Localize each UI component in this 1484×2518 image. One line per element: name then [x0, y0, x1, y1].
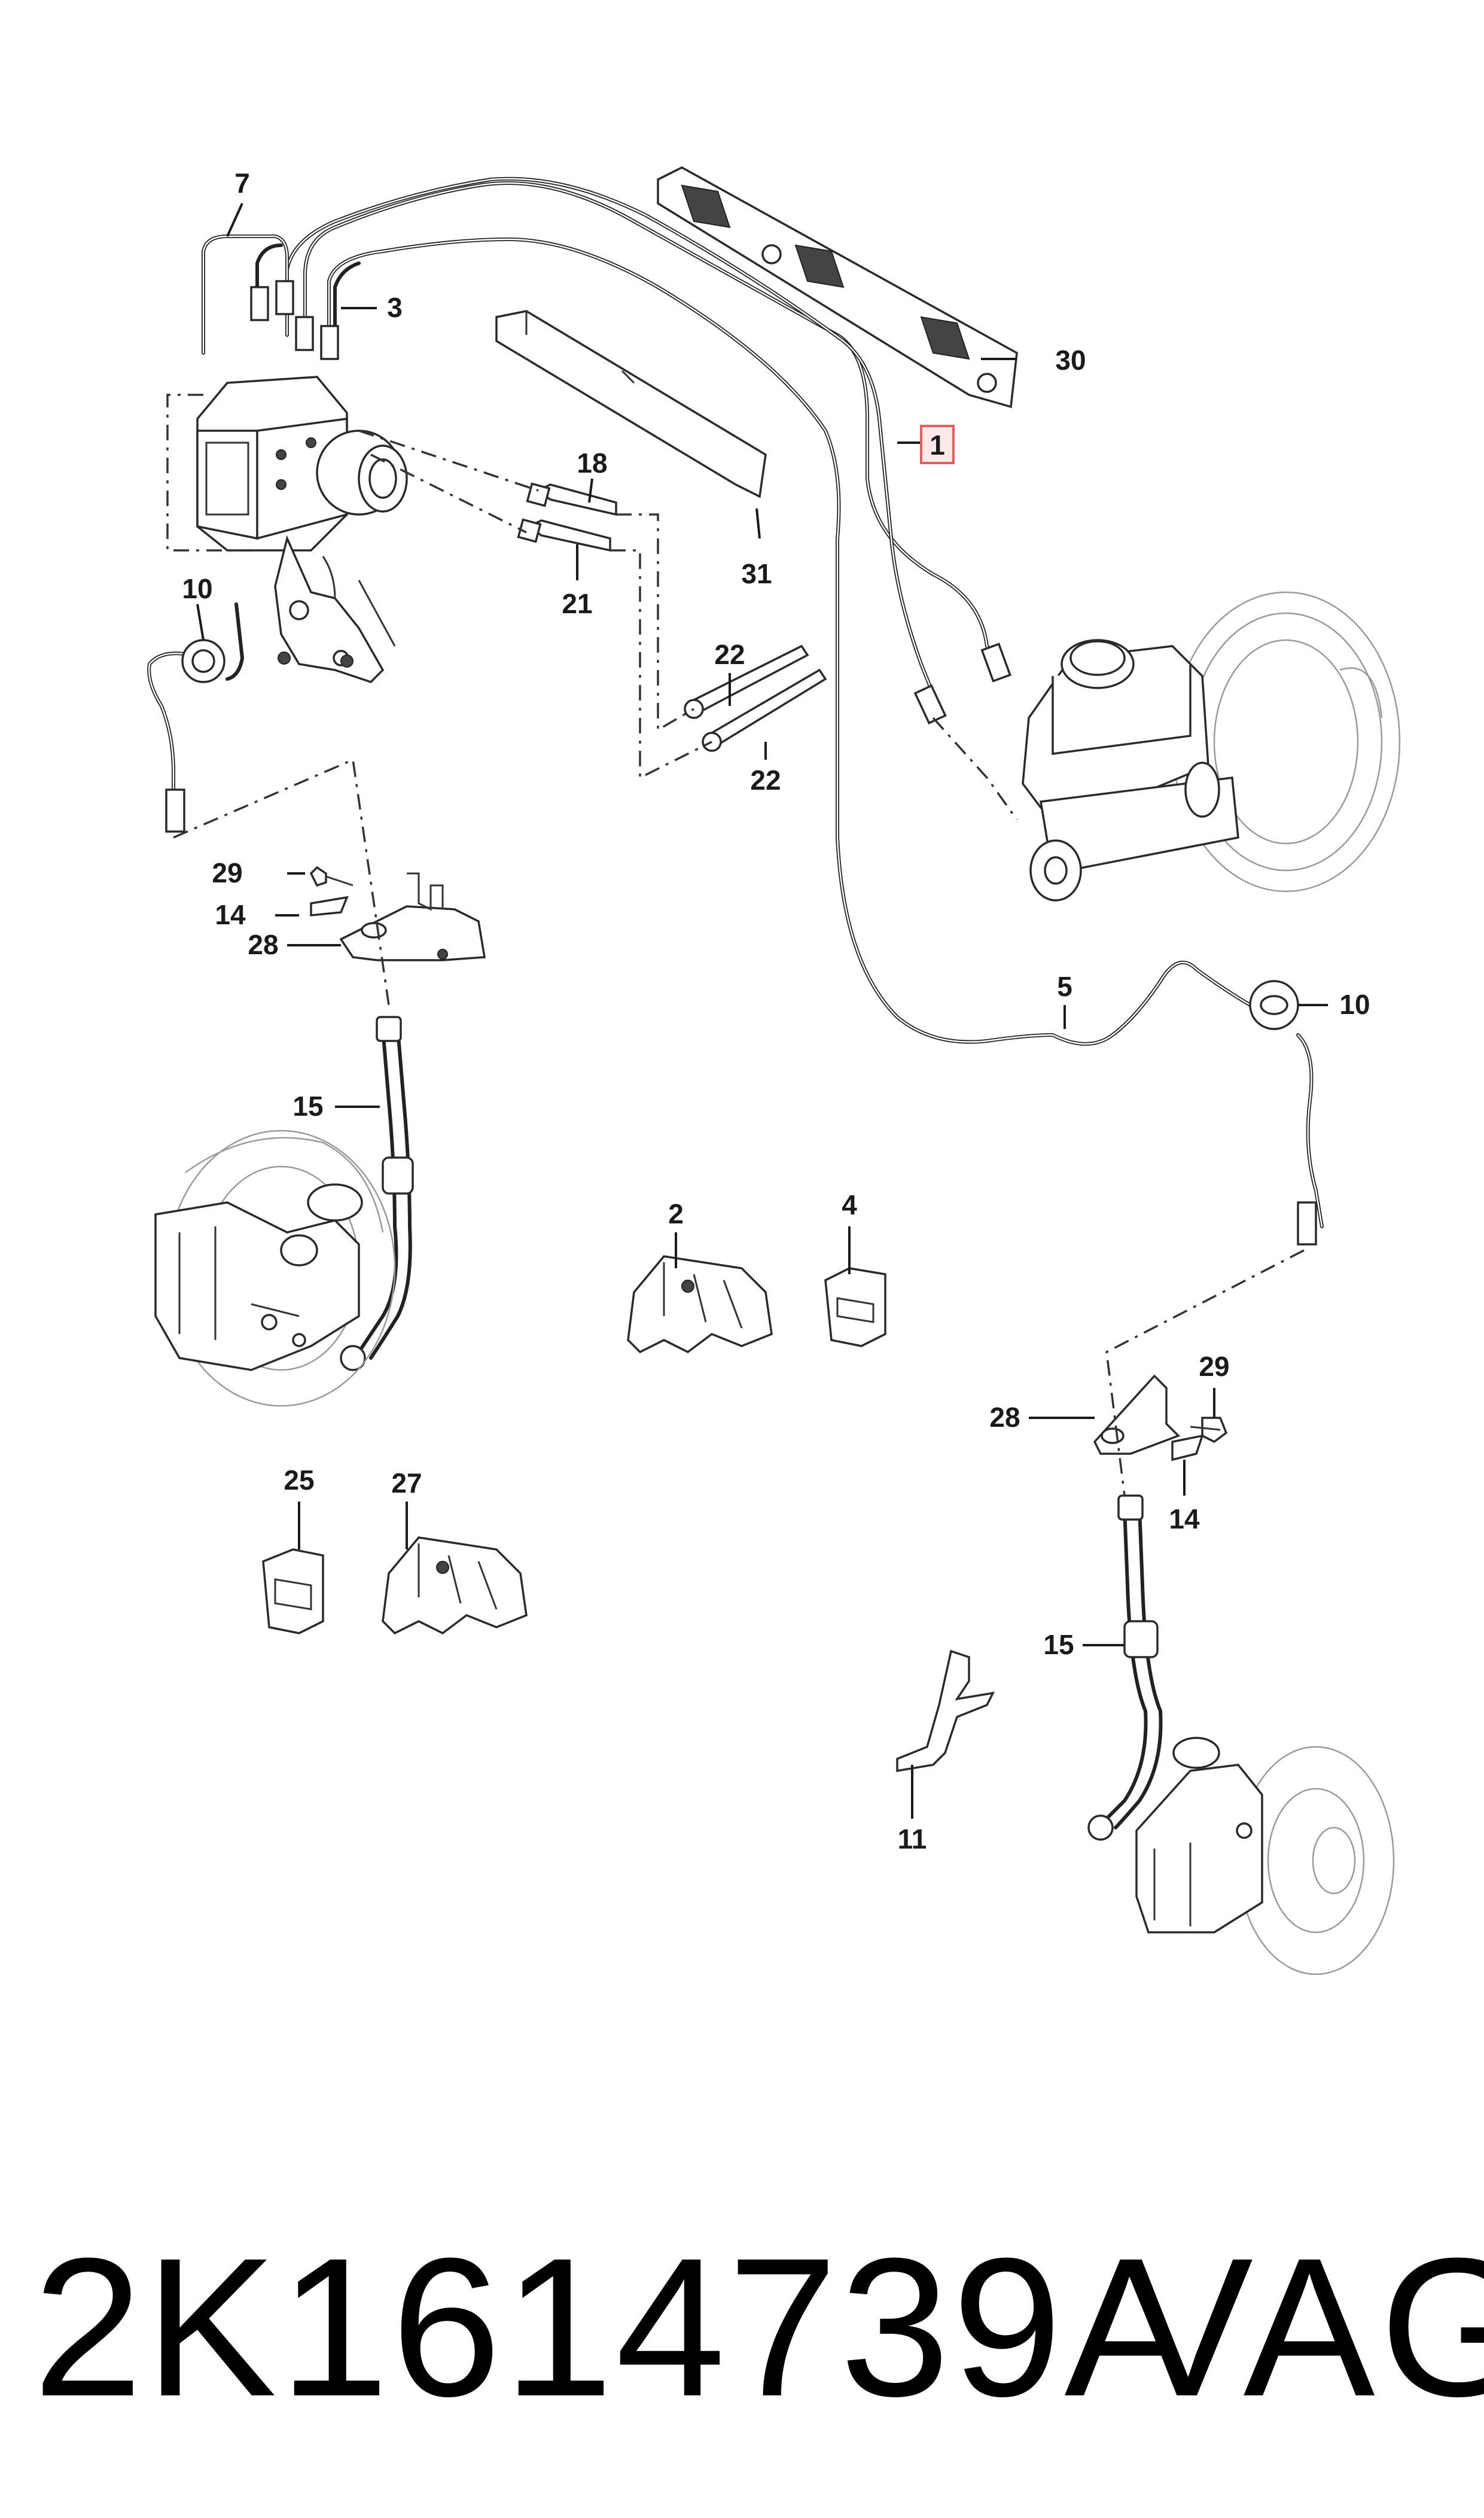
callout-29-right[interactable]: 29	[1199, 1351, 1229, 1382]
callout-28-right[interactable]: 28	[989, 1402, 1020, 1433]
callout-30[interactable]: 30	[1055, 345, 1086, 376]
callout-10-right[interactable]: 10	[1339, 989, 1370, 1020]
caliper-right	[1135, 1737, 1395, 1975]
callout-2[interactable]: 2	[668, 1198, 684, 1229]
callout-1-highlight	[920, 425, 955, 464]
callout-29-left[interactable]: 29	[212, 857, 242, 888]
callout-18[interactable]: 18	[577, 447, 607, 479]
brand-name: VAG	[1122, 2216, 1484, 2437]
clip-25	[262, 1548, 324, 1634]
callout-15-left[interactable]: 15	[292, 1091, 323, 1122]
hose-fittings	[340, 1016, 1159, 1841]
callout-3[interactable]: 3	[387, 292, 403, 323]
callout-22-top[interactable]: 22	[714, 639, 745, 670]
leader-lines	[196, 203, 1328, 1819]
callout-22-bottom[interactable]: 22	[750, 765, 781, 796]
heat-shield	[495, 310, 767, 498]
master-cylinder-booster	[1022, 591, 1401, 902]
callout-5[interactable]: 5	[1057, 971, 1072, 1002]
callout-1[interactable]: 1	[930, 430, 945, 461]
abs-hydraulic-unit	[196, 376, 408, 684]
part-number: 2K1614739A	[33, 2216, 1199, 2437]
bracket-right	[1093, 1374, 1228, 1462]
callout-14-left[interactable]: 14	[215, 899, 246, 930]
callout-14-right[interactable]: 14	[1169, 1503, 1200, 1534]
bracket-left	[309, 866, 486, 961]
footer: 2K1614739A VAG	[0, 2208, 1484, 2459]
callout-27[interactable]: 27	[391, 1467, 422, 1499]
callout-25[interactable]: 25	[284, 1464, 314, 1496]
clip-4	[824, 1267, 886, 1347]
callout-11[interactable]: 11	[898, 1823, 927, 1855]
callout-28-left[interactable]: 28	[248, 929, 278, 960]
pipe-fittings	[165, 280, 1317, 1246]
assembly-lines	[166, 394, 1305, 1496]
brake-pipes	[147, 176, 1324, 1829]
protective-cover	[657, 166, 1018, 409]
clip-2	[627, 1255, 773, 1354]
callouts: 1 3 7 10 10 18 21 22 22 30 31 5 29 14 28…	[182, 168, 1370, 1855]
bolts	[517, 482, 827, 752]
callout-31[interactable]: 31	[741, 558, 772, 589]
callout-10-left[interactable]: 10	[182, 573, 212, 604]
clip-27	[382, 1536, 528, 1635]
callout-4[interactable]: 4	[842, 1189, 857, 1220]
callout-21[interactable]: 21	[562, 588, 592, 619]
callout-15-right[interactable]: 15	[1043, 1629, 1074, 1660]
clip-11	[896, 1649, 995, 1773]
caliper-left	[154, 1129, 396, 1407]
callout-7[interactable]: 7	[234, 168, 250, 199]
